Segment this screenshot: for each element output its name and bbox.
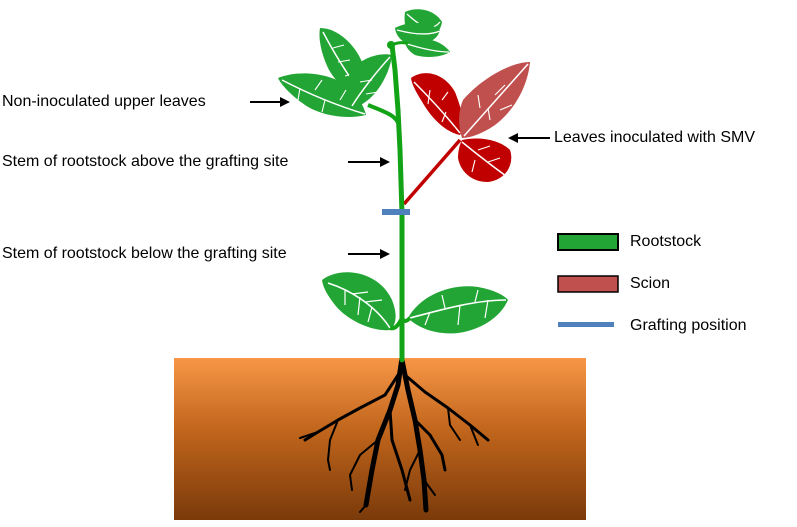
label-stem-below: Stem of rootstock below the grafting sit… (2, 245, 287, 262)
annotation-arrows (250, 97, 550, 259)
grafting-marker (382, 209, 410, 215)
lower-right-leaf (408, 286, 508, 334)
shoot-tip (387, 41, 395, 49)
main-stem (389, 42, 405, 363)
upper-branch (367, 103, 401, 126)
label-inoculated: Leaves inoculated with SMV (554, 129, 755, 146)
label-stem-above: Stem of rootstock above the grafting sit… (2, 153, 289, 170)
legend-swatch-rootstock (557, 233, 619, 251)
lower-left-leaf (322, 272, 396, 331)
legend-label-scion: Scion (630, 275, 671, 292)
upper-leaves (278, 9, 450, 117)
legend-label-rootstock: Rootstock (630, 233, 702, 250)
legend-label-grafting: Grafting position (630, 317, 747, 334)
legend-swatch-grafting (558, 322, 614, 327)
legend-swatch-scion (557, 275, 619, 293)
scion-leaves (402, 62, 530, 206)
label-upper-leaves: Non-inoculated upper leaves (2, 93, 206, 110)
roots (299, 355, 490, 513)
